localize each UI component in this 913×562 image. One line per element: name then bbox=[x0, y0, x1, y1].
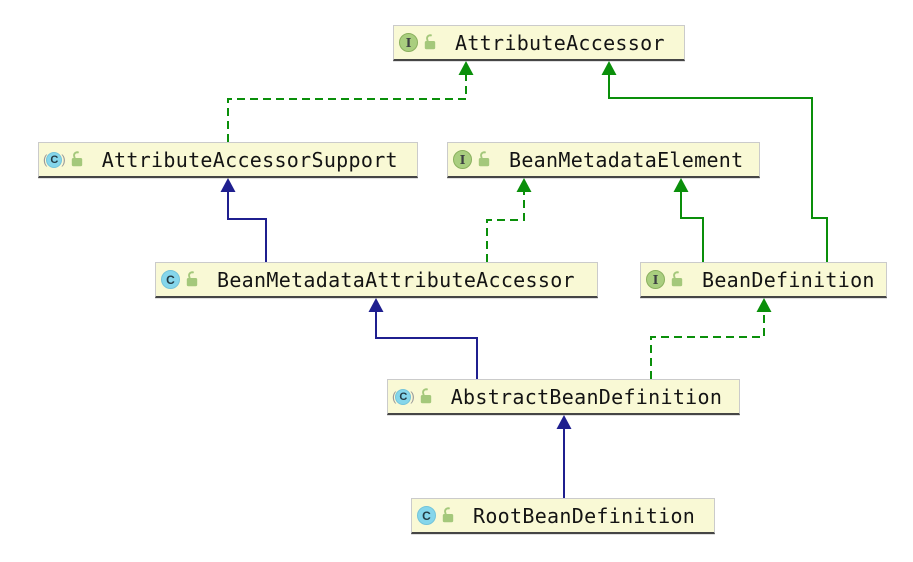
open-lock-icon bbox=[70, 150, 84, 167]
edge-bean-definition-to-attribute-accessor bbox=[608, 75, 828, 262]
node-root-bean-definition[interactable]: C RootBeanDefinition bbox=[411, 498, 715, 534]
class-icon: C bbox=[417, 506, 436, 525]
edge-bean-metadata-attribute-accessor-to-bean-metadata-element bbox=[486, 192, 525, 262]
arrowhead-bean-metadata-attribute-accessor-to-bean-metadata-element bbox=[516, 178, 532, 192]
open-lock-icon bbox=[441, 506, 455, 523]
arrowhead-bean-definition-to-attribute-accessor bbox=[601, 61, 617, 75]
node-label: BeanMetadataAttributeAccessor bbox=[217, 267, 575, 292]
open-lock-icon bbox=[185, 270, 199, 287]
node-bean-metadata-element[interactable]: I BeanMetadataElement bbox=[447, 142, 760, 178]
node-label: AttributeAccessorSupport bbox=[101, 147, 398, 172]
arrowhead-bean-metadata-attribute-accessor-to-attribute-accessor-support bbox=[220, 178, 236, 192]
open-lock-icon bbox=[419, 387, 433, 404]
node-attribute-accessor[interactable]: I AttributeAccessor bbox=[393, 25, 685, 61]
abstract-class-icon: (C) bbox=[392, 388, 415, 405]
class-icon: C bbox=[161, 270, 180, 289]
node-label: AttributeAccessor bbox=[455, 30, 665, 55]
node-label: BeanMetadataElement bbox=[509, 147, 744, 172]
node-label: RootBeanDefinition bbox=[473, 503, 696, 528]
abstract-class-icon: (C) bbox=[43, 151, 66, 168]
arrowhead-bean-definition-to-bean-metadata-element bbox=[673, 178, 689, 192]
interface-icon: I bbox=[646, 270, 665, 289]
arrowhead-root-bean-definition-to-abstract-bean-definition bbox=[556, 415, 572, 429]
interface-icon: I bbox=[453, 150, 472, 169]
arrowhead-attribute-accessor-support-to-attribute-accessor bbox=[458, 61, 474, 75]
arrowhead-abstract-bean-definition-to-bean-metadata-attribute-accessor bbox=[368, 298, 384, 312]
open-lock-icon bbox=[477, 150, 491, 167]
node-label: BeanDefinition bbox=[702, 267, 875, 292]
node-label: AbstractBeanDefinition bbox=[450, 384, 723, 409]
node-bean-metadata-attribute-accessor[interactable]: C BeanMetadataAttributeAccessor bbox=[155, 262, 598, 298]
edge-attribute-accessor-support-to-attribute-accessor bbox=[227, 75, 467, 142]
edge-abstract-bean-definition-to-bean-metadata-attribute-accessor bbox=[375, 312, 478, 379]
node-bean-definition[interactable]: I BeanDefinition bbox=[640, 262, 887, 298]
edge-abstract-bean-definition-to-bean-definition bbox=[650, 312, 765, 379]
node-abstract-bean-definition[interactable]: (C) AbstractBeanDefinition bbox=[387, 379, 740, 415]
node-attribute-accessor-support[interactable]: (C) AttributeAccessorSupport bbox=[38, 142, 418, 178]
open-lock-icon bbox=[670, 270, 684, 287]
arrowhead-abstract-bean-definition-to-bean-definition bbox=[756, 298, 772, 312]
interface-icon: I bbox=[399, 33, 418, 52]
edge-bean-metadata-attribute-accessor-to-attribute-accessor-support bbox=[227, 192, 267, 262]
open-lock-icon bbox=[423, 33, 437, 50]
edge-bean-definition-to-bean-metadata-element bbox=[680, 192, 704, 262]
